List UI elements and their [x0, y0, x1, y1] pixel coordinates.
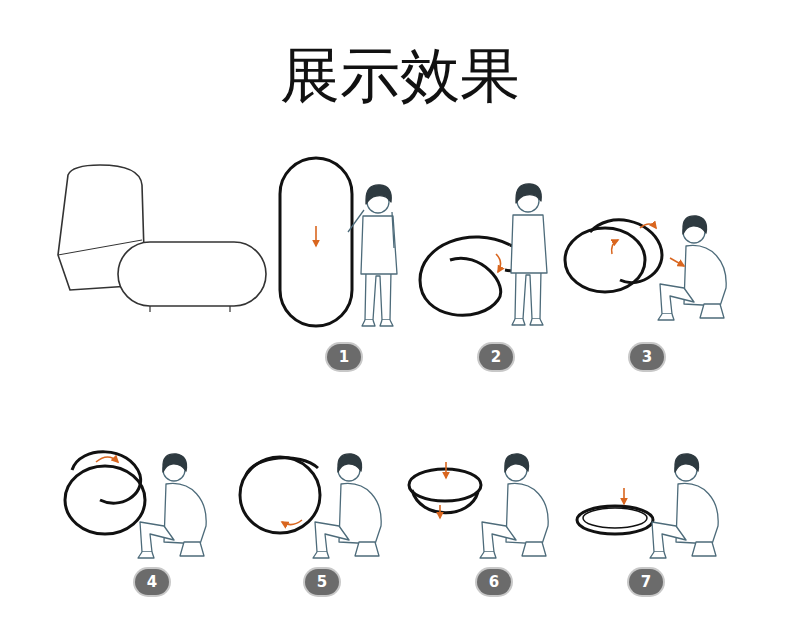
step-7-figure — [623, 488, 625, 504]
step-4-figure — [65, 466, 145, 534]
step-3-figure — [658, 216, 726, 320]
step-7-figure — [650, 454, 718, 558]
step-number: 6 — [477, 569, 511, 595]
step-5-figure — [282, 520, 302, 525]
step-number: 5 — [305, 569, 339, 595]
step-5-figure — [313, 454, 381, 558]
step-2-figure — [420, 237, 510, 315]
step-3-figure — [612, 240, 618, 254]
step-5-figure — [240, 457, 320, 533]
step-badge: 5 — [305, 569, 339, 595]
step-number: 7 — [629, 569, 663, 595]
step-6-figure — [409, 454, 548, 558]
step-badge: 4 — [135, 569, 169, 595]
step-4-figure — [72, 452, 141, 503]
banner-stands — [58, 165, 266, 312]
step-1-figure — [280, 158, 397, 326]
step-5-figure — [246, 458, 318, 475]
banner-stands — [150, 306, 230, 312]
step-1-figure — [348, 210, 394, 248]
step-4-figure — [65, 452, 206, 558]
step-7-figure — [577, 506, 653, 534]
step-4-figure — [96, 457, 118, 462]
title-wrap: 展示效果 — [0, 36, 800, 117]
step-7-figure — [583, 508, 647, 528]
step-6-figure — [412, 490, 478, 513]
step-badge: 7 — [629, 569, 663, 595]
step-4-figure — [138, 454, 206, 558]
page-title: 展示效果 — [0, 36, 800, 117]
step-6-figure — [445, 462, 447, 478]
step-6-figure — [480, 454, 548, 558]
step-badge: 6 — [477, 569, 511, 595]
step-badge: 1 — [327, 344, 361, 370]
step-6-figure — [439, 505, 441, 518]
step-number: 3 — [630, 344, 664, 370]
step-badge: 3 — [630, 344, 664, 370]
step-number: 1 — [327, 344, 361, 370]
banner-stands — [118, 242, 266, 306]
step-number: 4 — [135, 569, 169, 595]
step-1-figure — [315, 226, 317, 246]
step-6-figure — [409, 469, 481, 501]
step-3-figure — [590, 220, 662, 283]
step-1-figure — [280, 158, 352, 326]
step-1-figure — [361, 185, 397, 326]
step-5-figure — [240, 454, 381, 558]
step-badge: 2 — [479, 344, 513, 370]
step-3-figure — [640, 224, 656, 228]
step-2-figure — [420, 184, 547, 325]
step-3-figure — [670, 258, 684, 266]
step-2-figure — [496, 254, 501, 272]
step-7-figure — [577, 454, 718, 558]
step-2-figure — [511, 184, 547, 325]
step-number: 2 — [479, 344, 513, 370]
step-3-figure — [565, 216, 726, 320]
